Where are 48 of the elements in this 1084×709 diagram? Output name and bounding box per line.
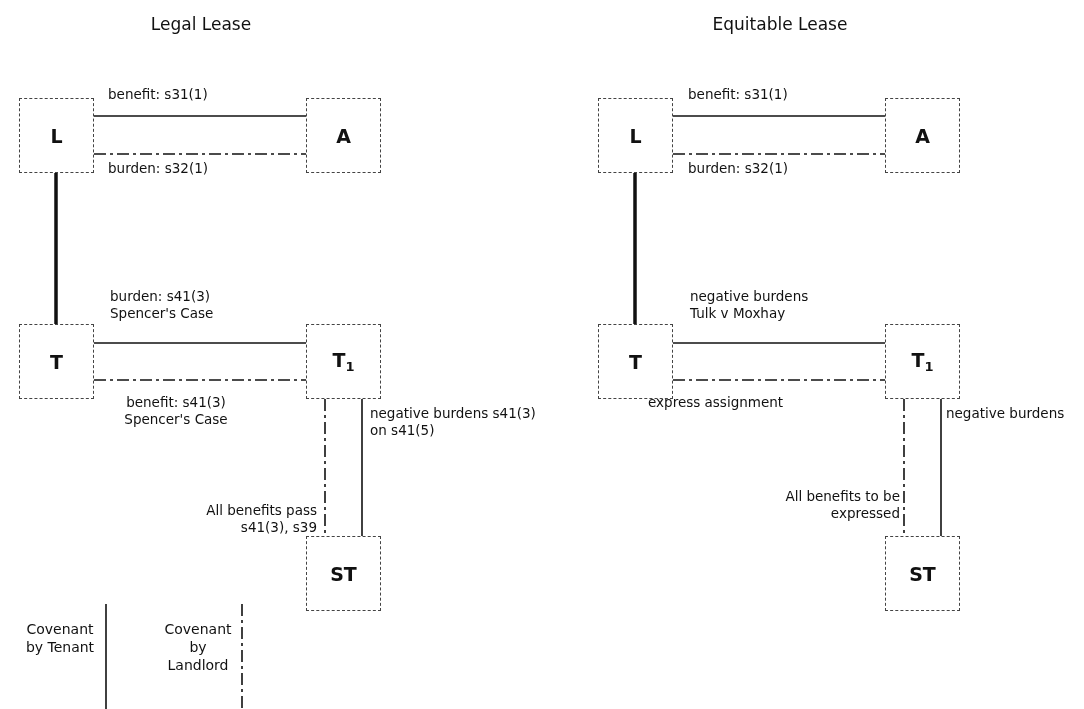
connector-line [940, 398, 942, 537]
connector-line [93, 153, 307, 155]
connector-line [361, 398, 363, 537]
edge-label: burden: s32(1) [108, 160, 210, 177]
edge-label: All benefits to be expressed [784, 488, 900, 522]
dashed-box [306, 324, 381, 399]
edge-label: benefit: s31(1) [688, 86, 789, 103]
legend-text: Covenant by Landlord [163, 620, 233, 674]
edge-label: burden: s32(1) [688, 160, 790, 177]
dashed-box [306, 536, 381, 611]
node-label: A [336, 124, 351, 147]
section-heading: Legal Lease [149, 14, 253, 34]
node-label: T [629, 350, 642, 373]
dashed-box [598, 98, 673, 173]
connector-line [672, 115, 886, 117]
connector-line [93, 379, 307, 381]
edge-label: benefit: s41(3) Spencer's Case [123, 394, 229, 428]
node-label: L [50, 124, 63, 147]
edge-label: express assignment [648, 394, 785, 411]
connector-line [672, 342, 886, 344]
node-label: T$_{1}$ [332, 349, 355, 374]
dashed-box [885, 324, 960, 399]
legend-text: Covenant by Tenant [24, 620, 96, 656]
edge-label: negative burdens Tulk v Moxhay [690, 288, 810, 322]
edge-label: benefit: s31(1) [108, 86, 209, 103]
node-label: A [915, 124, 930, 147]
dashed-box [885, 536, 960, 611]
dashed-box [885, 98, 960, 173]
node-label: T$_{1}$ [911, 349, 934, 374]
connector-line [672, 379, 886, 381]
edge-label: negative burdens [946, 405, 1066, 422]
connector-line [54, 173, 58, 324]
node-label: ST [330, 562, 357, 585]
dashed-box [19, 324, 94, 399]
edge-label: negative burdens s41(3) on s41(5) [370, 405, 537, 439]
connector-line [93, 342, 307, 344]
connector-line [672, 153, 886, 155]
connector-line [633, 173, 637, 324]
dashed-box [19, 98, 94, 173]
edge-label: All benefits pass s41(3), s39 [205, 502, 317, 536]
dashed-box [306, 98, 381, 173]
dashed-box [598, 324, 673, 399]
edge-label: burden: s41(3) Spencer's Case [110, 288, 215, 322]
node-label: L [629, 124, 642, 147]
node-label: ST [909, 562, 936, 585]
section-heading: Equitable Lease [711, 14, 849, 34]
connector-line [93, 115, 307, 117]
node-label: T [50, 350, 63, 373]
